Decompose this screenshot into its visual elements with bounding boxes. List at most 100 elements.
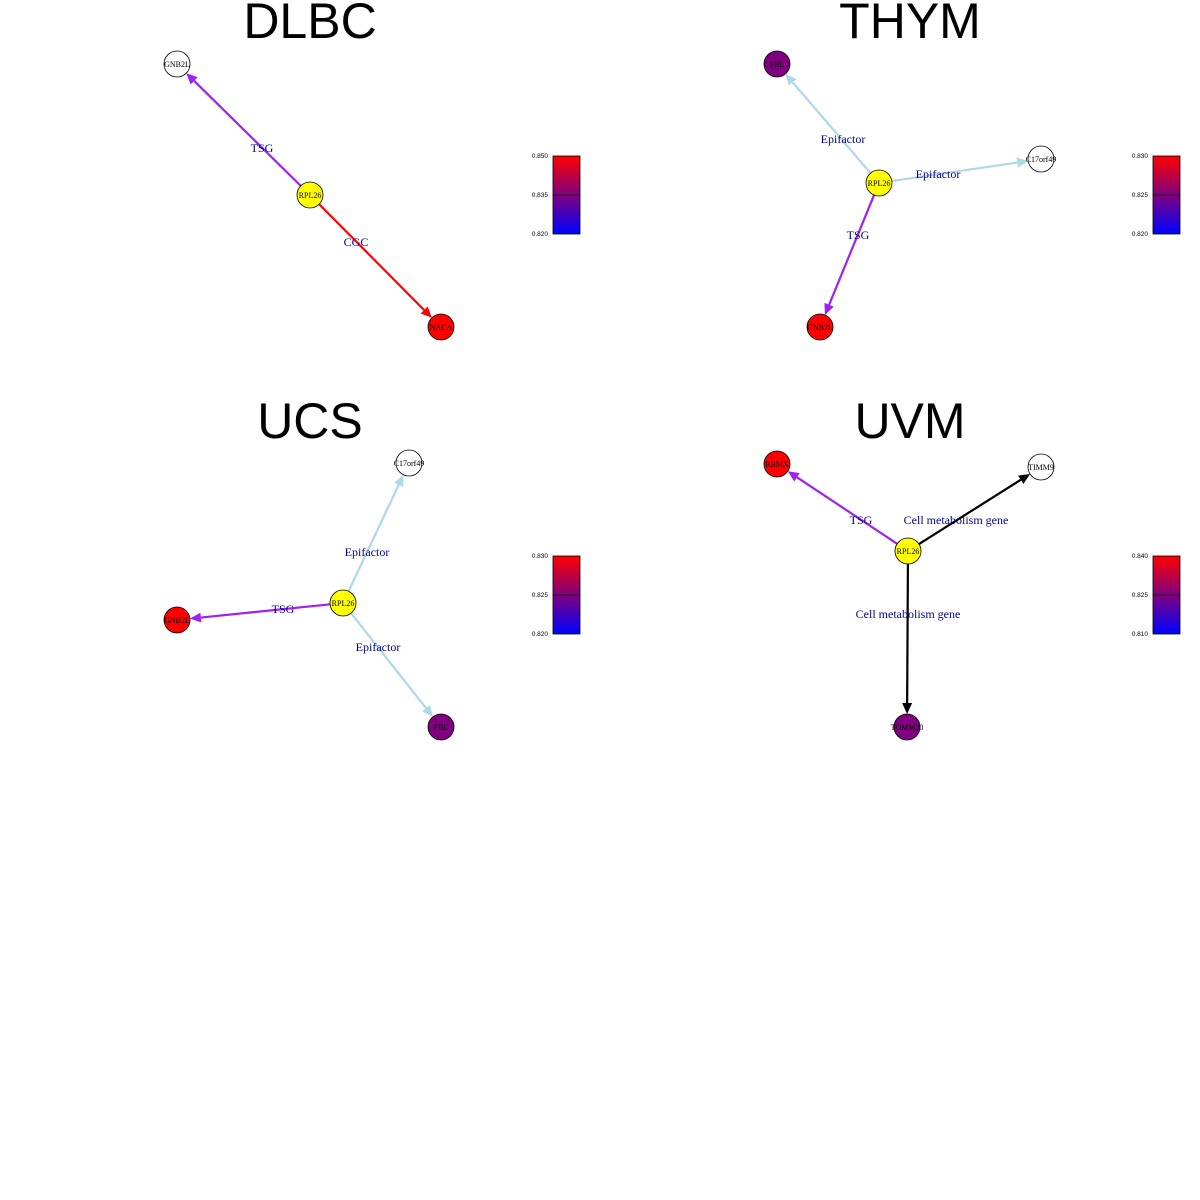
color-legend: 0.850 0.835 0.820	[532, 153, 581, 238]
node-tomm20[interactable]: TOMM20	[891, 713, 924, 741]
arrowhead-icon	[394, 474, 404, 487]
node-label: GNB2L	[807, 323, 833, 332]
node-circle	[894, 537, 922, 565]
legend-tick-label: 0.820	[1132, 231, 1149, 238]
edge-rpl26-fbl	[785, 73, 872, 174]
node-label: NACA	[430, 323, 453, 332]
edge-label: Epifactor	[821, 132, 866, 146]
edge-line	[347, 484, 400, 592]
node-label: RPL26	[897, 547, 920, 556]
edge-line	[200, 603, 331, 619]
node-rpl26[interactable]: RPL26	[894, 537, 922, 565]
panel-thym: THYMRPL26FBLC17orf49GNB2LEpifactorEpifac…	[763, 0, 1181, 341]
edge-label: TSG	[850, 513, 873, 527]
node-circle	[806, 313, 834, 341]
edge-rpl26-timm9	[918, 473, 1031, 545]
node-label: FBL	[770, 60, 785, 69]
node-timm9[interactable]: TIMM9	[1027, 453, 1055, 481]
arrowhead-icon	[1016, 157, 1029, 168]
panel-title: DLBC	[243, 0, 376, 49]
edge-line	[796, 476, 898, 545]
legend-tick-label: 0.820	[532, 231, 549, 238]
node-rpl26[interactable]: RPL26	[865, 169, 893, 197]
node-circle	[1027, 145, 1055, 173]
node-naca[interactable]: NACA	[427, 313, 455, 341]
edge-line	[193, 80, 302, 187]
edge-rpl26-rbmx	[787, 471, 898, 545]
edge-line	[828, 194, 876, 306]
node-circle	[763, 450, 791, 478]
arrowhead-icon	[902, 702, 913, 715]
edge-label: CGC	[344, 235, 369, 249]
edge-label: TSG	[251, 141, 274, 155]
edge-label: TSG	[272, 602, 295, 616]
arrowhead-icon	[422, 705, 433, 717]
node-circle	[427, 713, 455, 741]
arrowhead-icon	[186, 73, 198, 85]
legend-tick-label: 0.830	[1132, 153, 1149, 160]
node-circle	[296, 181, 324, 209]
node-circle	[163, 606, 191, 634]
edge-label: Cell metabolism gene	[904, 513, 1009, 527]
edge-rpl26-naca	[318, 203, 432, 318]
node-fbl[interactable]: FBL	[427, 713, 455, 741]
node-circle	[865, 169, 893, 197]
edge-rpl26-c17orf49	[347, 474, 404, 592]
edge-line	[918, 478, 1022, 545]
edge-rpl26-fbl	[350, 612, 433, 717]
node-c17orf49[interactable]: C17orf49	[1026, 145, 1057, 173]
node-circle	[427, 313, 455, 341]
node-fbl[interactable]: FBL	[763, 50, 791, 78]
panel-ucs: UCSRPL26C17orf49GNB2LFBLEpifactorTSGEpif…	[163, 393, 581, 741]
node-label: RPL26	[868, 179, 891, 188]
color-legend: 0.830 0.825 0.820	[1132, 153, 1181, 238]
node-circle	[329, 589, 357, 617]
edge-line	[891, 161, 1018, 183]
node-label: RBMX	[765, 460, 789, 469]
node-rbmx[interactable]: RBMX	[763, 450, 791, 478]
node-gnb2l[interactable]: GNB2L	[806, 313, 834, 341]
node-label: RPL26	[299, 191, 322, 200]
node-gnb2l[interactable]: GNB2L	[163, 50, 191, 78]
legend-tick-label: 0.825	[1132, 192, 1149, 199]
node-rpl26[interactable]: RPL26	[296, 181, 324, 209]
panels-root: DLBCRPL26GNB2LNACATSGCGC0.8500.8350.820T…	[163, 0, 1181, 741]
legend-tick-label: 0.810	[1132, 631, 1149, 638]
node-circle	[395, 449, 423, 477]
arrowhead-icon	[1018, 473, 1031, 485]
edge-label: Epifactor	[345, 545, 390, 559]
node-label: GNB2L	[164, 60, 190, 69]
legend-tick-label: 0.850	[532, 153, 549, 160]
node-label: C17orf49	[394, 459, 425, 468]
edge-label: Epifactor	[356, 640, 401, 654]
edge-label: TSG	[847, 228, 870, 242]
edge-line	[350, 612, 427, 709]
node-label: TOMM20	[891, 723, 924, 732]
node-label: TIMM9	[1028, 463, 1054, 472]
node-label: C17orf49	[1026, 155, 1057, 164]
panel-dlbc: DLBC RPL26 GNB2L NACA TSG CGC 0.850 0.835 0.820	[163, 0, 581, 341]
node-label: GNB2L	[164, 616, 190, 625]
node-c17orf49[interactable]: C17orf49	[394, 449, 425, 477]
node-circle	[763, 50, 791, 78]
edge-line	[906, 563, 910, 704]
node-rpl26[interactable]: RPL26	[329, 589, 357, 617]
arrowhead-icon	[824, 302, 834, 315]
arrowhead-icon	[189, 612, 202, 623]
legend-tick-label: 0.840	[1132, 553, 1149, 560]
legend-tick-label: 0.820	[532, 631, 549, 638]
legend-tick-label: 0.835	[532, 192, 549, 199]
node-circle	[1027, 453, 1055, 481]
node-label: FBL	[434, 723, 449, 732]
edge-rpl26-c17orf49	[891, 157, 1029, 183]
edge-rpl26-gnb2l	[186, 73, 302, 187]
node-gnb2l[interactable]: GNB2L	[163, 606, 191, 634]
edge-label: Epifactor	[916, 167, 961, 181]
arrowhead-icon	[787, 471, 800, 482]
node-circle	[163, 50, 191, 78]
legend-tick-label: 0.830	[532, 553, 549, 560]
